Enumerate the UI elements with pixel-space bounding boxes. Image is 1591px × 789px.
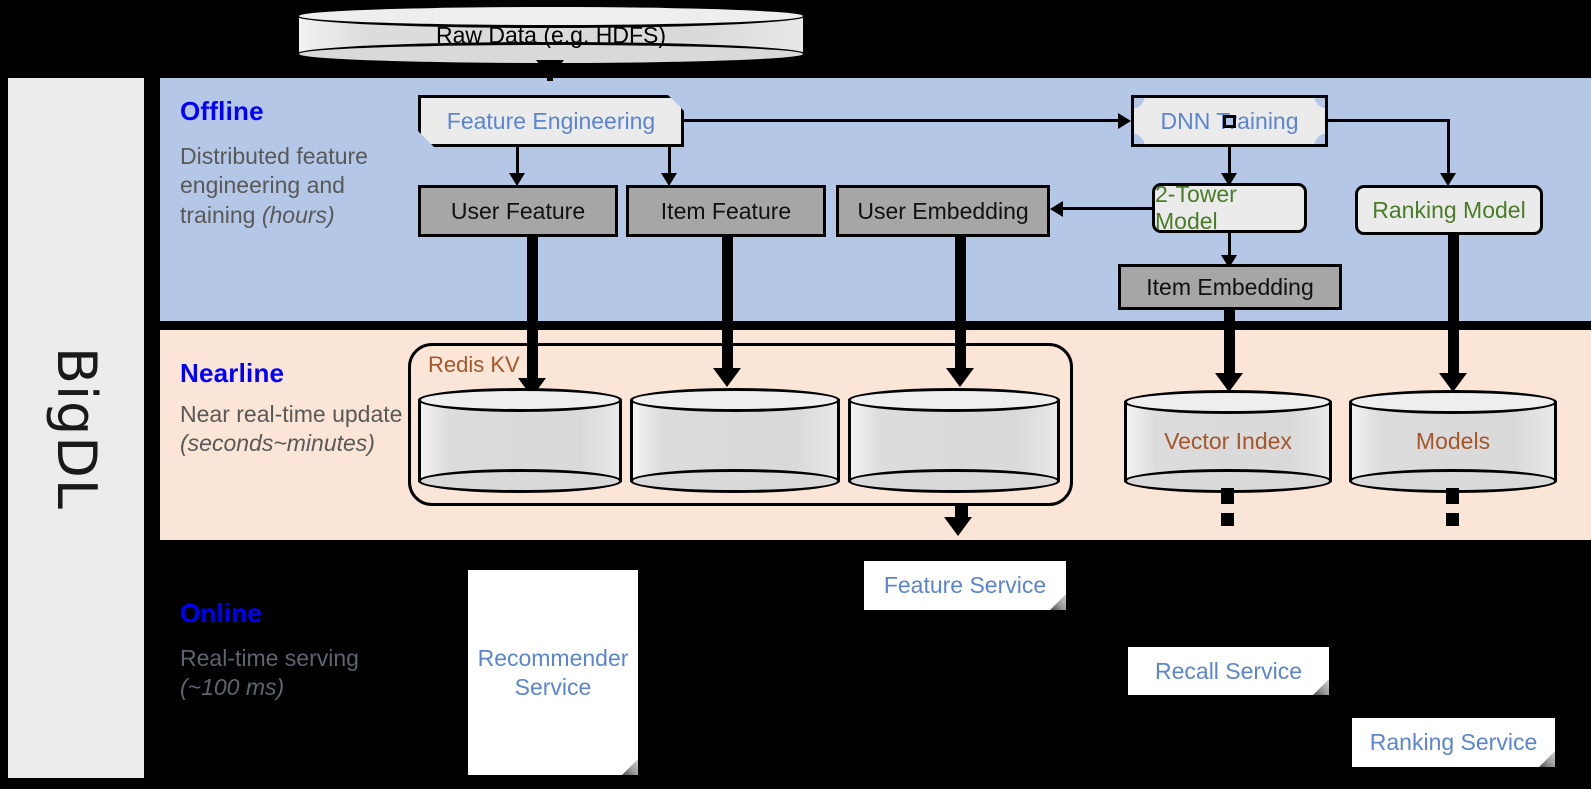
cylinder-bottom <box>418 469 622 493</box>
pipe-rankingmodel-models <box>1448 235 1459 383</box>
arrowhead-fe-itemfeature <box>661 173 677 186</box>
arrowhead-dnn-twotower <box>1221 173 1237 186</box>
band-desc-online: Real-time serving (~100 ms) <box>180 644 410 703</box>
cylinder-top <box>848 388 1060 412</box>
connector-twotower-userembedding <box>1062 207 1154 210</box>
arrowhead-fe-userfeature <box>509 173 525 186</box>
stub-models-1 <box>1446 488 1459 504</box>
page-fold-icon <box>1050 594 1066 610</box>
notch-corner-icon <box>1131 133 1145 147</box>
arrowhead-redis-featureservice <box>944 517 972 536</box>
connector-fe-userfeature <box>516 147 519 175</box>
pipe-itemfeature-store <box>722 237 733 377</box>
connector-dnn-ranking-h <box>1328 119 1450 122</box>
two-tower-model-box[interactable]: 2-Tower Model <box>1152 181 1307 234</box>
redis-kv-group <box>408 343 1073 506</box>
page-fold-icon <box>1539 751 1555 767</box>
arrowhead-rawdata-fe <box>536 60 564 79</box>
band-desc-offline: Distributed feature engineering and trai… <box>180 142 395 230</box>
ranking-service-box[interactable]: Ranking Service <box>1352 718 1555 767</box>
arrowhead-rankingmodel-models <box>1439 373 1467 392</box>
cylinder-top <box>630 388 840 412</box>
notch-corner-icon <box>1314 95 1328 109</box>
item-embedding-box[interactable]: Item Embedding <box>1118 264 1342 310</box>
redis-store-item-feature[interactable] <box>630 388 840 493</box>
recall-service-box[interactable]: Recall Service <box>1128 647 1329 695</box>
nearline-desc-main: Near real-time update <box>180 401 403 427</box>
item-feature-box[interactable]: Item Feature <box>626 185 826 237</box>
models-store[interactable]: Models <box>1349 390 1557 493</box>
connector-fe-itemfeature <box>668 147 671 175</box>
stub-vectorindex-1 <box>1221 488 1234 504</box>
feature-service-box[interactable]: Feature Service <box>864 561 1066 610</box>
band-title-nearline: Nearline <box>180 358 285 388</box>
notch-corner-icon <box>1314 133 1328 147</box>
connector-fe-dnn <box>684 119 1118 122</box>
models-label: Models <box>1415 428 1491 454</box>
redis-store-item-feature-label <box>630 388 840 493</box>
pipe-userfeature-store <box>527 237 538 387</box>
connector-dnn-twotower <box>1228 147 1231 175</box>
recall-service-label: Recall Service <box>1155 657 1302 684</box>
notch-corner-icon <box>1131 95 1145 109</box>
offline-desc-main: Distributed feature engineering and trai… <box>180 143 368 228</box>
redis-store-user-feature-label <box>418 388 622 493</box>
pipe-itemembedding-vectorindex <box>1224 310 1235 382</box>
cylinder-bottom <box>630 469 840 493</box>
redis-store-user-feature[interactable] <box>418 388 622 493</box>
user-embedding-box[interactable]: User Embedding <box>836 185 1050 237</box>
feature-service-label: Feature Service <box>883 572 1047 599</box>
dnn-training-label: DNN Training <box>1160 107 1299 134</box>
cylinder-top <box>296 4 806 28</box>
cylinder-top <box>1349 390 1557 414</box>
redis-store-user-embedding-label <box>848 388 1060 493</box>
stub-models-2 <box>1446 513 1459 526</box>
connector-twotower-itemembedding <box>1228 233 1231 257</box>
redis-store-user-embedding[interactable] <box>848 388 1060 493</box>
vector-index-store[interactable]: Vector Index <box>1124 390 1332 493</box>
sidebar-label: BigDL <box>44 346 108 510</box>
online-desc-main: Real-time serving <box>180 645 359 671</box>
ranking-model-box[interactable]: Ranking Model <box>1355 185 1543 235</box>
vector-index-label: Vector Index <box>1164 428 1292 454</box>
arrowhead-dnn-ranking <box>1440 173 1456 186</box>
arrowhead-twotower-userembedding <box>1050 201 1063 217</box>
feature-engineering-box[interactable]: Feature Engineering <box>418 95 684 147</box>
sidebar-bigdl: BigDL <box>8 78 144 778</box>
cylinder-bottom <box>296 42 806 66</box>
band-title-offline: Offline <box>180 96 264 126</box>
connector-dnn-ranking-v <box>1447 119 1450 175</box>
arrowhead-itemfeature-store <box>713 368 741 387</box>
recommender-service-box[interactable]: Recommender Service <box>468 570 638 775</box>
ranking-service-label: Ranking Service <box>1369 729 1538 756</box>
page-fold-icon <box>622 759 638 775</box>
offline-desc-italic: (hours) <box>261 201 335 228</box>
arrowhead-fe-dnn <box>1118 113 1131 129</box>
redis-kv-label: Redis KV <box>428 352 520 377</box>
band-title-online: Online <box>180 598 263 628</box>
page-fold-icon <box>1313 679 1329 695</box>
nearline-desc-italic: (seconds~minutes) <box>180 430 375 457</box>
recommender-service-label: Recommender Service <box>477 644 629 700</box>
raw-data-label: Raw Data (e.g. HDFS) <box>435 21 667 48</box>
arrowhead-userembedding-store <box>946 368 974 387</box>
band-desc-nearline: Near real-time update (seconds~minutes) <box>180 400 415 459</box>
pipe-userembedding-store <box>955 237 966 377</box>
stub-vectorindex-2 <box>1221 513 1234 526</box>
cylinder-top <box>1124 390 1332 414</box>
dnn-training-box[interactable]: DNN Training <box>1131 95 1328 147</box>
arrowhead-itemembedding-vectorindex <box>1215 373 1243 392</box>
raw-data-store: Raw Data (e.g. HDFS) <box>296 4 806 66</box>
stub-redis-featureservice <box>955 506 968 519</box>
cylinder-bottom <box>848 469 1060 493</box>
online-desc-italic: (~100 ms) <box>180 674 285 701</box>
user-feature-box[interactable]: User Feature <box>418 185 618 237</box>
cylinder-top <box>418 388 622 412</box>
